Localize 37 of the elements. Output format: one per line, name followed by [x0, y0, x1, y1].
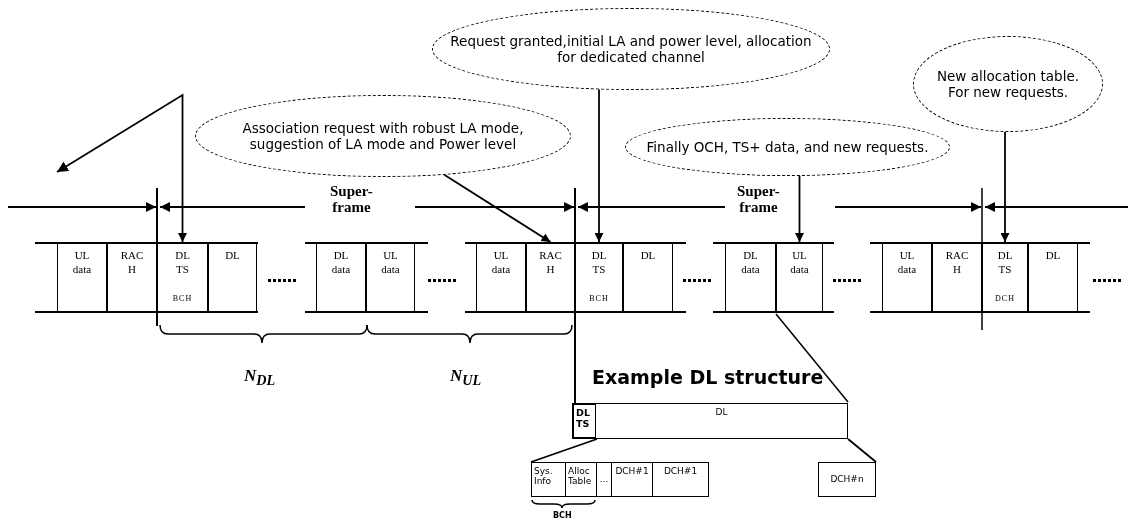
diagram-label: Super- frame [330, 184, 373, 216]
diagram-label: N$_{UL}$ [450, 367, 482, 389]
diagram-label: Super- frame [737, 184, 780, 216]
arrow [443, 173, 552, 243]
slot-cell: Sys. Info [531, 462, 566, 497]
slot-cell: DL [208, 243, 257, 312]
zoom-line [530, 438, 598, 463]
slot-cell: Alloc Table [565, 462, 597, 497]
slot-cell: DL TS BCH [157, 243, 208, 312]
slot-cell: UL data [776, 243, 823, 312]
slot-cell: UL data [57, 243, 107, 312]
slot-cell: RAC H [932, 243, 982, 312]
arrow [56, 93, 187, 243]
slot-cell: RAC H [107, 243, 157, 312]
slot-cell: DL data [316, 243, 366, 312]
slot-cell: UL data [476, 243, 526, 312]
slot-cell: DL data [725, 243, 776, 312]
diagram-label: BCH [553, 512, 572, 521]
slot-cell: DCH#n [818, 462, 876, 497]
diagram-label: N$_{DL}$ [244, 367, 276, 389]
arrow [594, 88, 604, 243]
slot-cell: UL data [882, 243, 932, 312]
slot-cell: DL [595, 403, 848, 439]
slot-cell: DCH#1 [611, 462, 653, 497]
slot-cell: DL [1028, 243, 1078, 312]
arrow [1000, 131, 1010, 243]
slot-cell: DL TS BCH [575, 243, 623, 312]
slot-cell: DCH#1 [652, 462, 709, 497]
slot-cell: DL [623, 243, 673, 312]
slot-cell: DL TS DCH [982, 243, 1028, 312]
slot-cell: RAC H [526, 243, 575, 312]
slot-cell: DL TS [572, 403, 597, 439]
diagram-label: Example DL structure [592, 368, 824, 388]
zoom-line [847, 438, 877, 463]
slot-cell: UL data [366, 243, 415, 312]
slot-cell: ... [596, 462, 612, 497]
arrow [795, 175, 804, 243]
